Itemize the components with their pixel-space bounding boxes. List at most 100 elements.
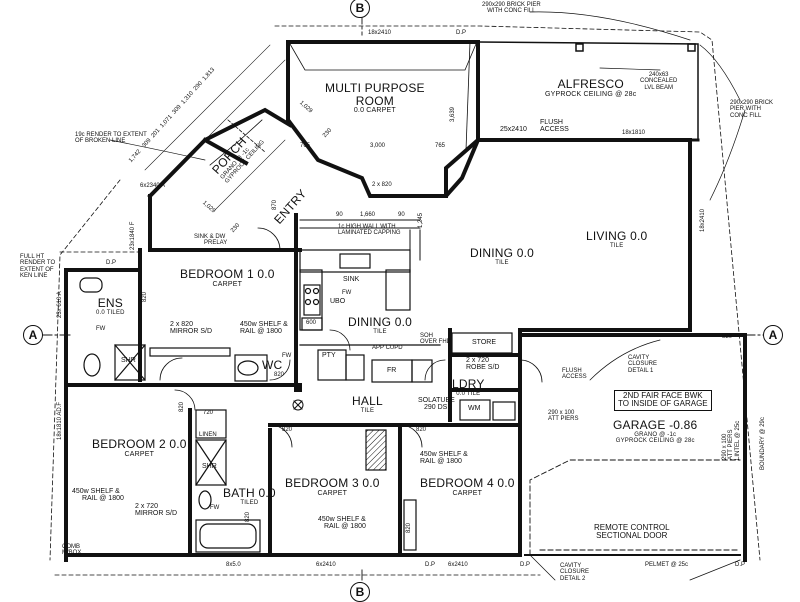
- note-line: EXTENT OF: [20, 266, 54, 273]
- room-name: LDRY: [452, 377, 485, 391]
- note-line: SOLATUBE: [418, 397, 455, 404]
- room-name: BEDROOM 3 0.0: [285, 476, 380, 490]
- garage-door: [529, 459, 741, 556]
- dim-text: 820: [274, 372, 285, 378]
- note-line: ACCESS: [562, 374, 587, 381]
- room-name: MULTI PURPOSE: [325, 81, 425, 95]
- bath-shower-label: SHR: [202, 463, 217, 470]
- note-line: FLUSH: [562, 368, 582, 374]
- room-name: LIVING 0.0: [586, 229, 648, 243]
- note-line: D.P: [425, 562, 436, 568]
- dim-765-right: 765: [435, 143, 445, 149]
- note-line: FW: [96, 326, 106, 332]
- dim-alfresco-door: 25x2410: [500, 126, 527, 133]
- room-finish: 0.0 TILED: [96, 309, 125, 316]
- dim-text: 25x2410: [500, 126, 527, 133]
- note-line: 450w SHELF &: [420, 451, 468, 458]
- multi-purpose-walls: [286, 40, 480, 198]
- room-finish: CARPET: [124, 450, 155, 458]
- dim-text: 6x2410: [316, 562, 336, 568]
- room-name: ALFRESCO: [557, 77, 624, 91]
- bedroom-1-label: BEDROOM 1 0.0 CARPET: [180, 268, 275, 288]
- floor-waste-label: FW: [210, 505, 219, 511]
- room-finish: TILE: [360, 407, 375, 414]
- dim-2x820: 2 x 820: [372, 182, 392, 188]
- note-line: 2 x 820: [170, 321, 193, 328]
- bed3-shelf-note: 450w SHELF & RAIL @ 1800: [318, 516, 366, 531]
- note-line: KEN LINE: [20, 272, 48, 279]
- note-line: SINK: [343, 276, 360, 283]
- dim-text: 765: [435, 143, 446, 149]
- dim-living-window: 18x1810: [622, 130, 645, 136]
- dim-820-ens: 820: [142, 292, 148, 302]
- brick-pier-note: 290x290 BRICK PIER WITH CONC FILL: [482, 2, 541, 15]
- bedroom-3-label: BEDROOM 3 0.0 CARPET: [285, 477, 380, 497]
- room-finish: 0.0 TILE: [456, 390, 481, 397]
- room-name: ENS: [97, 296, 123, 310]
- section-marker-a-right: A: [763, 325, 783, 345]
- wc-label: WC: [262, 359, 282, 372]
- room-finish: GRANO @ -1c: [634, 431, 677, 438]
- note-line: 2 x 720: [135, 503, 158, 510]
- note-line: SOH: [420, 333, 434, 339]
- dim-3639: 3,639: [450, 107, 456, 122]
- note-line: D.P: [520, 562, 531, 568]
- dim-text: 2 x 820: [372, 182, 392, 188]
- bed4-shelf-note: 450w SHELF & RAIL @ 1800: [420, 451, 468, 466]
- note-line: CLOSURE: [560, 569, 590, 576]
- room-finish: 0.0 CARPET: [353, 107, 396, 115]
- note-line: UBO: [330, 298, 346, 305]
- downpipe-label: D.P: [425, 562, 435, 568]
- dim-text: 18x1810 AD.F: [57, 401, 63, 440]
- room-finish: TILED: [240, 499, 259, 506]
- note-line: D.P: [735, 562, 746, 568]
- note-line: DETAIL 1: [628, 367, 654, 374]
- note-line: 290 DS: [424, 404, 448, 412]
- note-line: CONCEALED: [640, 78, 678, 85]
- room-finish: TILE: [495, 259, 509, 266]
- note-line: 450w SHELF &: [72, 488, 120, 495]
- bath-label: BATH 0.0 TILED: [223, 487, 276, 506]
- note-line: 450w SHELF &: [318, 516, 366, 523]
- att-piers-right-note: 290 x 100 ATT PIERS LINTEL @ 25c: [722, 421, 741, 460]
- note-line: D.P: [106, 260, 117, 266]
- room-name: HALL: [352, 394, 383, 408]
- dim-text: 820: [142, 291, 148, 302]
- room-name: STORE: [472, 339, 496, 346]
- dim-ensuite-window: 23x 610 A: [57, 291, 63, 318]
- note-line: OVER FHD: [420, 339, 452, 346]
- note-line: 450w SHELF &: [240, 321, 288, 328]
- note-line: PRELAY: [204, 240, 228, 247]
- section-marker-b-top: B: [350, 0, 370, 18]
- note-line: CAVITY: [560, 563, 582, 569]
- bedroom-2-label: BEDROOM 2 0.0 CARPET: [92, 438, 187, 458]
- room-name: BATH 0.0: [223, 486, 276, 500]
- note-line: 290x290 BRICK: [730, 100, 774, 106]
- remote-door-note: REMOTE CONTROL SECTIONAL DOOR: [594, 523, 670, 541]
- main-walls: [64, 137, 747, 562]
- downpipe-label: D.P: [735, 562, 745, 568]
- dim-text: 3,639: [450, 106, 456, 122]
- note-line: LAMINATED CAPPING: [338, 230, 401, 237]
- note-line: WITH CONC FILL: [487, 8, 536, 15]
- dim-90-right: 90: [398, 212, 405, 218]
- note-line: FLUSH: [540, 119, 563, 126]
- dim-720-linen: 720: [203, 410, 213, 416]
- dim-text: 600: [306, 320, 317, 326]
- bed1-shelf-note: 450w SHELF & RAIL @ 1800: [240, 321, 288, 336]
- note-line: M/BOX: [62, 550, 82, 557]
- downpipe-label: D.P: [106, 260, 116, 266]
- note-line: PIER WITH: [730, 106, 761, 113]
- dining-kitchen-label: DINING 0.0 TILE: [348, 316, 412, 335]
- section-marker-a-left: A: [23, 325, 43, 345]
- dim-text: 90: [398, 212, 405, 218]
- cavity-closure-1-note: CAVITY CLOSURE DETAIL 1: [628, 355, 657, 374]
- note-line: 2ND FAIR FACE BWK: [623, 391, 703, 400]
- face-brickwork-note: 2ND FAIR FACE BWK TO INSIDE OF GARAGE: [614, 390, 712, 411]
- dim-bed1-side-window: 23x1840 F: [130, 222, 136, 250]
- dim-text: 8x5.0: [226, 562, 241, 568]
- multi-purpose-room-label: MULTI PURPOSE ROOM 0.0 CARPET: [325, 82, 425, 115]
- dim-1245: 1,245: [418, 213, 424, 228]
- porch-walls: [147, 107, 293, 199]
